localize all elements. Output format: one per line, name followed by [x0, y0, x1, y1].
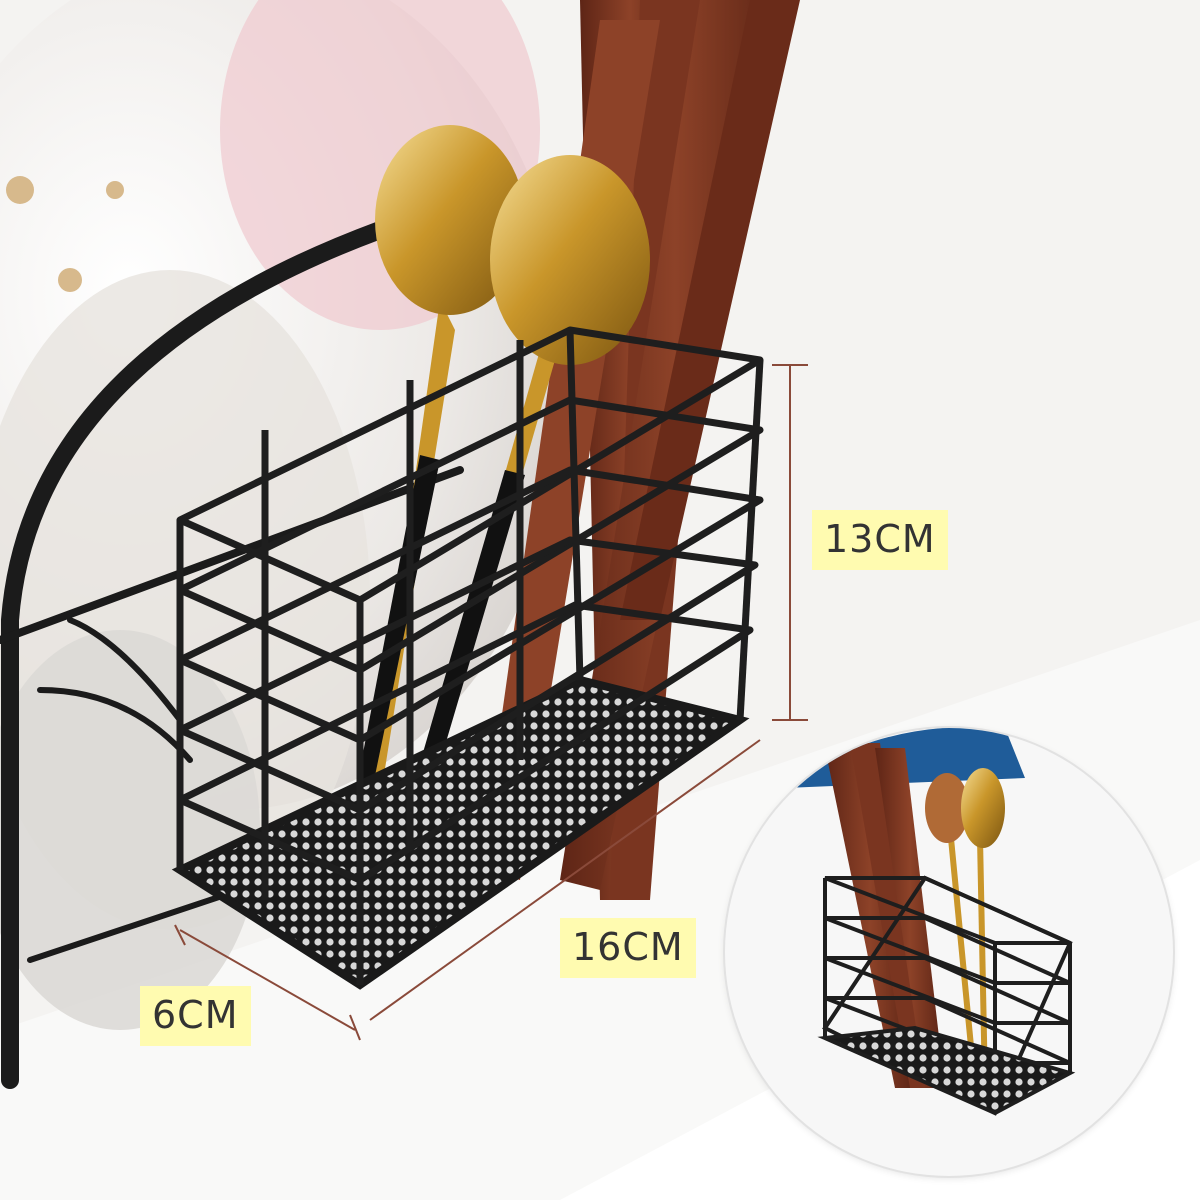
width-label: 6CM — [140, 986, 251, 1046]
wire-basket — [171, 326, 764, 990]
inset-scene — [785, 728, 1076, 1116]
length-label: 16CM — [560, 918, 696, 978]
height-label: 13CM — [812, 510, 948, 570]
inset-product-view — [725, 728, 1173, 1176]
dimension-lines — [174, 364, 808, 1041]
inset-spoons — [925, 768, 1005, 1089]
inset-basket — [817, 875, 1076, 1116]
